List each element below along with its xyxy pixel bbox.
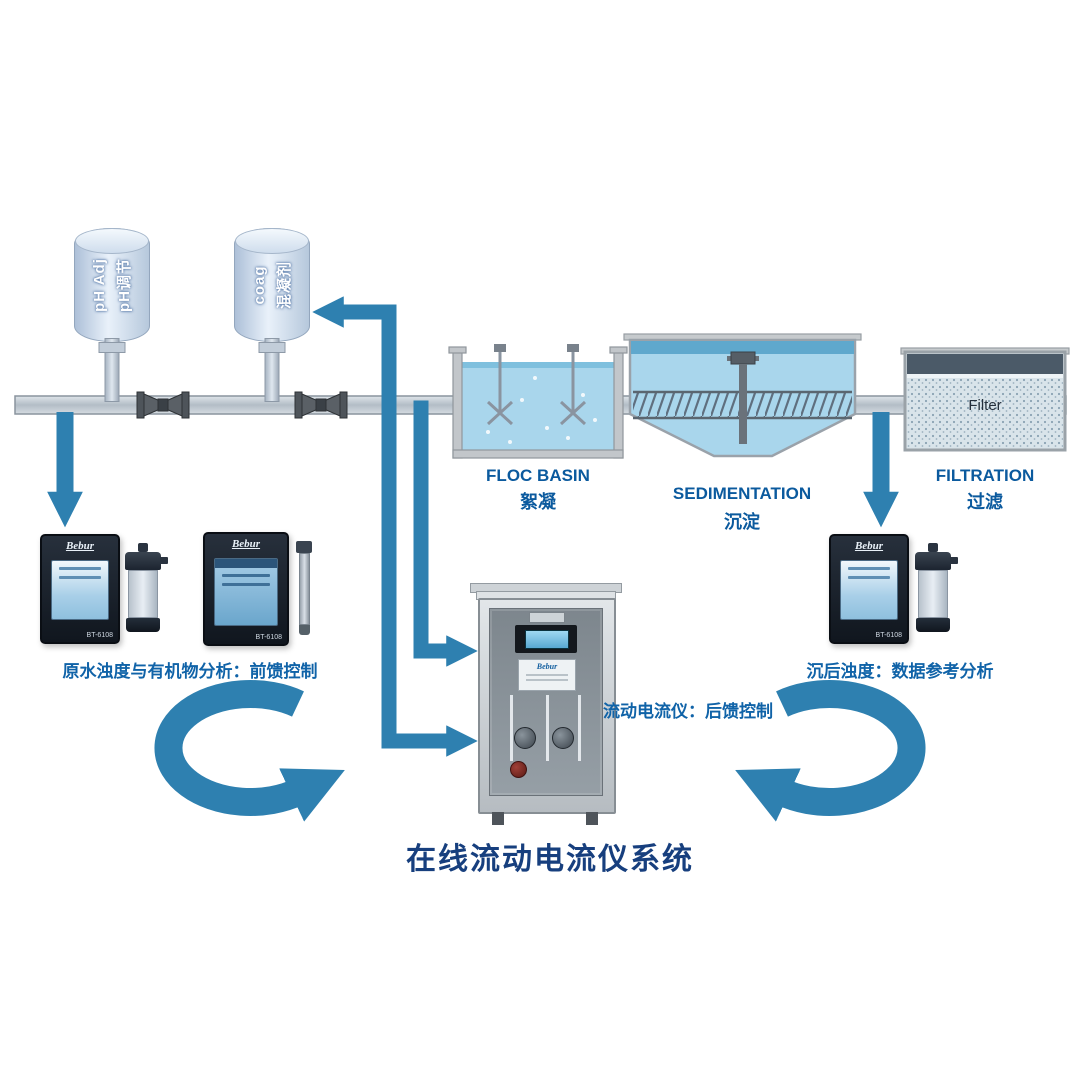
filter-inner-label: Filter [968,397,1001,414]
bebur-brand-label: Bebur [854,540,884,552]
coagulant-tank-label-zh: 混凝剂 [275,261,293,310]
ph-tank-stem [98,338,126,402]
curved-arrow-right [735,680,926,822]
filtration-label-en: FILTRATION [935,466,1035,485]
sensor-fitting [138,543,148,552]
page-title: 在线流动电流仪系统 [406,843,694,876]
floc-basin-label-en: FLOC BASIN [486,466,590,485]
flow-arrows [47,296,926,822]
controller-model-label: BT-6108 [86,632,113,639]
controller-model-label: BT-6108 [875,632,902,639]
controller-screen [840,560,898,620]
ph-tank-label-en: pH Adj [90,258,108,312]
coagulant-tank-stem [258,338,286,402]
cabinet-interior: Bebur [489,608,603,796]
sedimentation-graphic [623,333,862,458]
sample-tube [510,695,513,761]
sample-line [413,400,478,667]
probe-cap [296,541,312,553]
pipe-valve-right-icon [294,391,348,419]
sedimentation-label-zh: 沉淀 [724,512,760,532]
ph-adjust-tank: pH Adj pH调节 [74,228,150,402]
cabinet-display [515,625,577,653]
screen-content [215,559,277,568]
curved-arrow-left [154,680,345,822]
ph-tank-label: pH Adj pH调节 [56,248,168,322]
sensor-cap-top [125,552,168,570]
probe-tip [298,625,310,635]
screen-content [59,576,101,579]
coagulant-tank-label: coag 混凝剂 [216,248,328,322]
sensor-body [128,570,158,618]
coagulant-tank-label-en: coag [250,265,268,305]
filtration-label-zh: 过滤 [967,492,1003,512]
right-group-caption: 沉后浊度：数据参考分析 [806,662,994,681]
probe-body [298,553,310,625]
screen-content [59,567,101,570]
bebur-brand-label: Bebur [536,662,558,671]
organics-probe [296,541,312,635]
cabinet-analyzer-unit: Bebur [518,659,576,691]
cabinet-body: Bebur [478,598,616,814]
screen-content [848,576,890,579]
turbidity-controller-left: Bebur BT-6108 [40,534,120,644]
dosing-pump-icon [514,727,536,749]
sample-tube [578,695,581,761]
streaming-current-cabinet: Bebur [470,583,622,825]
bebur-brand-label: Bebur [65,540,95,552]
filtration-graphic: Filter [900,347,1070,452]
screen-content [848,567,890,570]
ph-tank-label-zh: pH调节 [115,258,133,312]
sensor-cap-bottom [126,618,160,632]
sample-tube [546,695,549,761]
sensor-fitting [928,543,938,552]
sensor-cap-top [915,552,958,570]
pipe-valve-left-icon [136,391,190,419]
organics-controller-left: Bebur BT-6108 [203,532,289,646]
sensor-cap-bottom [916,618,950,632]
controller-model-label: BT-6108 [255,634,282,641]
cabinet-caption: 流动电流仪：后馈控制 [603,702,773,721]
left-group-caption: 原水浊度与有机物分析：前馈控制 [62,662,318,681]
pump-head-icon [510,761,527,778]
turbidity-sensor-right [911,543,958,637]
sensor-body [918,570,948,618]
coagulant-tank: coag 混凝剂 [234,228,310,402]
screen-content [222,574,270,577]
controller-touchscreen [214,558,278,626]
cabinet-display-screen [525,630,569,649]
sedimentation-label-en: SEDIMENTATION [672,484,812,503]
coag-feedback-line [312,296,456,749]
bebur-brand-label: Bebur [231,538,261,550]
analyzer-unit-detail [526,674,568,676]
floc-basin-label-zh: 絮凝 [520,492,556,512]
analyzer-unit-detail [526,679,568,681]
cabinet-leg [586,812,598,825]
cabinet-leg [492,812,504,825]
turbidity-sensor-left [121,543,168,637]
cabinet-gauge [529,612,565,623]
turbidity-controller-right: Bebur BT-6108 [829,534,909,644]
controller-screen [51,560,109,620]
floc-basin-graphic [448,344,628,459]
screen-content [222,583,270,586]
dosing-pump-icon [552,727,574,749]
